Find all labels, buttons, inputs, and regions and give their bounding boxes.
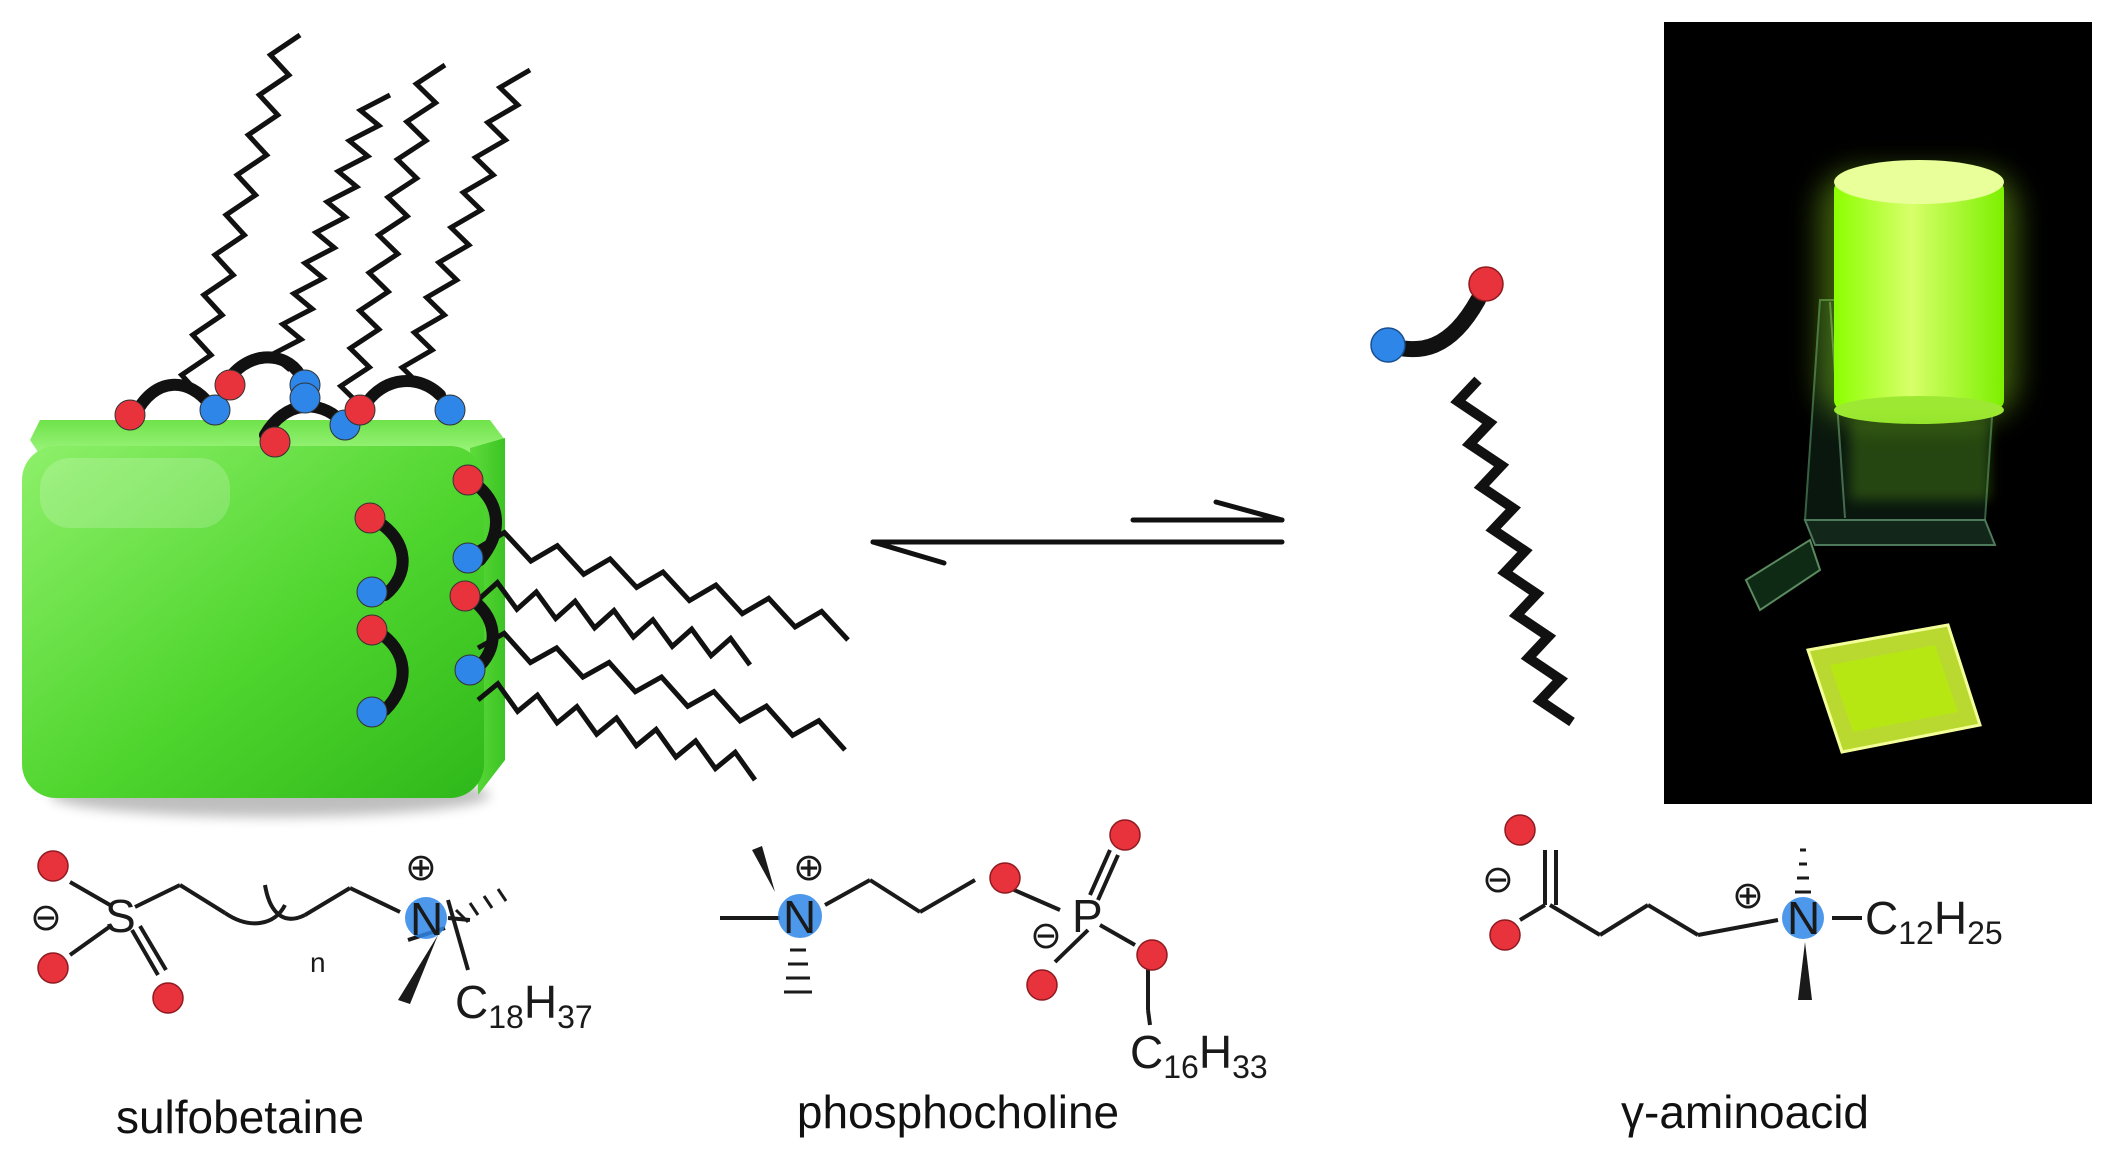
ligand-chain — [476, 630, 847, 752]
ligand-chain — [267, 92, 392, 372]
headgroup-linker — [369, 514, 409, 601]
nitrogen-atom — [289, 382, 321, 414]
headgroup-linker — [359, 375, 446, 411]
chain-carbon: C — [455, 976, 488, 1028]
svg-text:C12H25: C12H25 — [1865, 892, 2003, 951]
chain-hydrogen: H — [1199, 1026, 1232, 1078]
nitrogen-atom — [452, 542, 484, 574]
ligand-chain — [476, 680, 758, 782]
svg-text:C16H33: C16H33 — [1130, 1026, 1268, 1085]
nitrogen-atom — [356, 576, 388, 608]
chain-hydrogen: H — [524, 976, 557, 1028]
oxygen-atom — [214, 369, 246, 401]
negative-charge: ⊖ — [1030, 915, 1062, 957]
ligand-chain — [476, 529, 850, 642]
oxygen-atom — [114, 399, 146, 431]
chain-hydrogen: H — [1934, 892, 1967, 944]
nanocrystal-cube — [22, 420, 505, 817]
phosphocholine-structure: N ⊕ P ⊖ C16H33 — [720, 819, 1268, 1085]
ligand-chain — [336, 62, 447, 407]
positive-charge: ⊕ — [1732, 875, 1764, 917]
nitrogen-atom-label: N — [1787, 892, 1820, 944]
nitrogen-atom — [1370, 327, 1406, 363]
chain-subscript-2: 37 — [557, 999, 593, 1035]
luminescent-vial-photo — [1664, 22, 2092, 804]
positive-charge: ⊕ — [405, 847, 437, 889]
oxygen-atom — [1468, 266, 1504, 302]
oxygen-atom — [354, 502, 386, 534]
nitrogen-atom — [199, 394, 231, 426]
ligand-chain — [177, 32, 302, 397]
phosphorus-atom-label: P — [1072, 890, 1103, 942]
sulfobetaine-structure: ⊖ S N ⊕ n C18H37 — [30, 847, 593, 1035]
oxygen-atom — [259, 426, 291, 458]
caption-phosphocholine: phosphocholine — [797, 1086, 1119, 1138]
oxygen-atom — [344, 394, 376, 426]
headgroup-linker — [129, 378, 216, 421]
sulfur-atom-label: S — [105, 890, 136, 942]
chain-subscript-1: 18 — [488, 999, 524, 1035]
nitrogen-atom — [454, 654, 486, 686]
nitrogen-atom-label: N — [783, 891, 816, 943]
oxygen-atom — [452, 464, 484, 496]
svg-text:C18H37: C18H37 — [455, 976, 593, 1035]
nitrogen-atom — [356, 696, 388, 728]
negative-charge: ⊖ — [1482, 859, 1514, 901]
oxygen-atom — [356, 614, 388, 646]
repeat-index: n — [310, 947, 326, 978]
caption-sulfobetaine: sulfobetaine — [116, 1091, 364, 1143]
chain-subscript-2: 33 — [1232, 1049, 1268, 1085]
chain-carbon: C — [1130, 1026, 1163, 1078]
chain-subscript-1: 12 — [1898, 915, 1934, 951]
surface-ligands — [114, 32, 850, 782]
caption-gamma-aminoacid: γ-aminoacid — [1621, 1086, 1869, 1138]
oxygen-atom — [449, 580, 481, 612]
equilibrium-arrows-icon — [870, 499, 1285, 566]
chain-subscript-1: 16 — [1163, 1049, 1199, 1085]
nitrogen-atom-label: N — [410, 893, 443, 945]
gamma-aminoacid-structure: ⊖ ⊕ N C12H25 — [1482, 814, 2003, 1000]
ligand-chain — [476, 578, 753, 667]
chain-subscript-2: 25 — [1967, 915, 2003, 951]
negative-charge: ⊖ — [30, 897, 62, 939]
chain-carbon: C — [1865, 892, 1898, 944]
nitrogen-atom — [434, 394, 466, 426]
free-ligand — [1370, 266, 1575, 727]
ligand-chain — [398, 67, 532, 387]
positive-charge: ⊕ — [793, 847, 825, 889]
